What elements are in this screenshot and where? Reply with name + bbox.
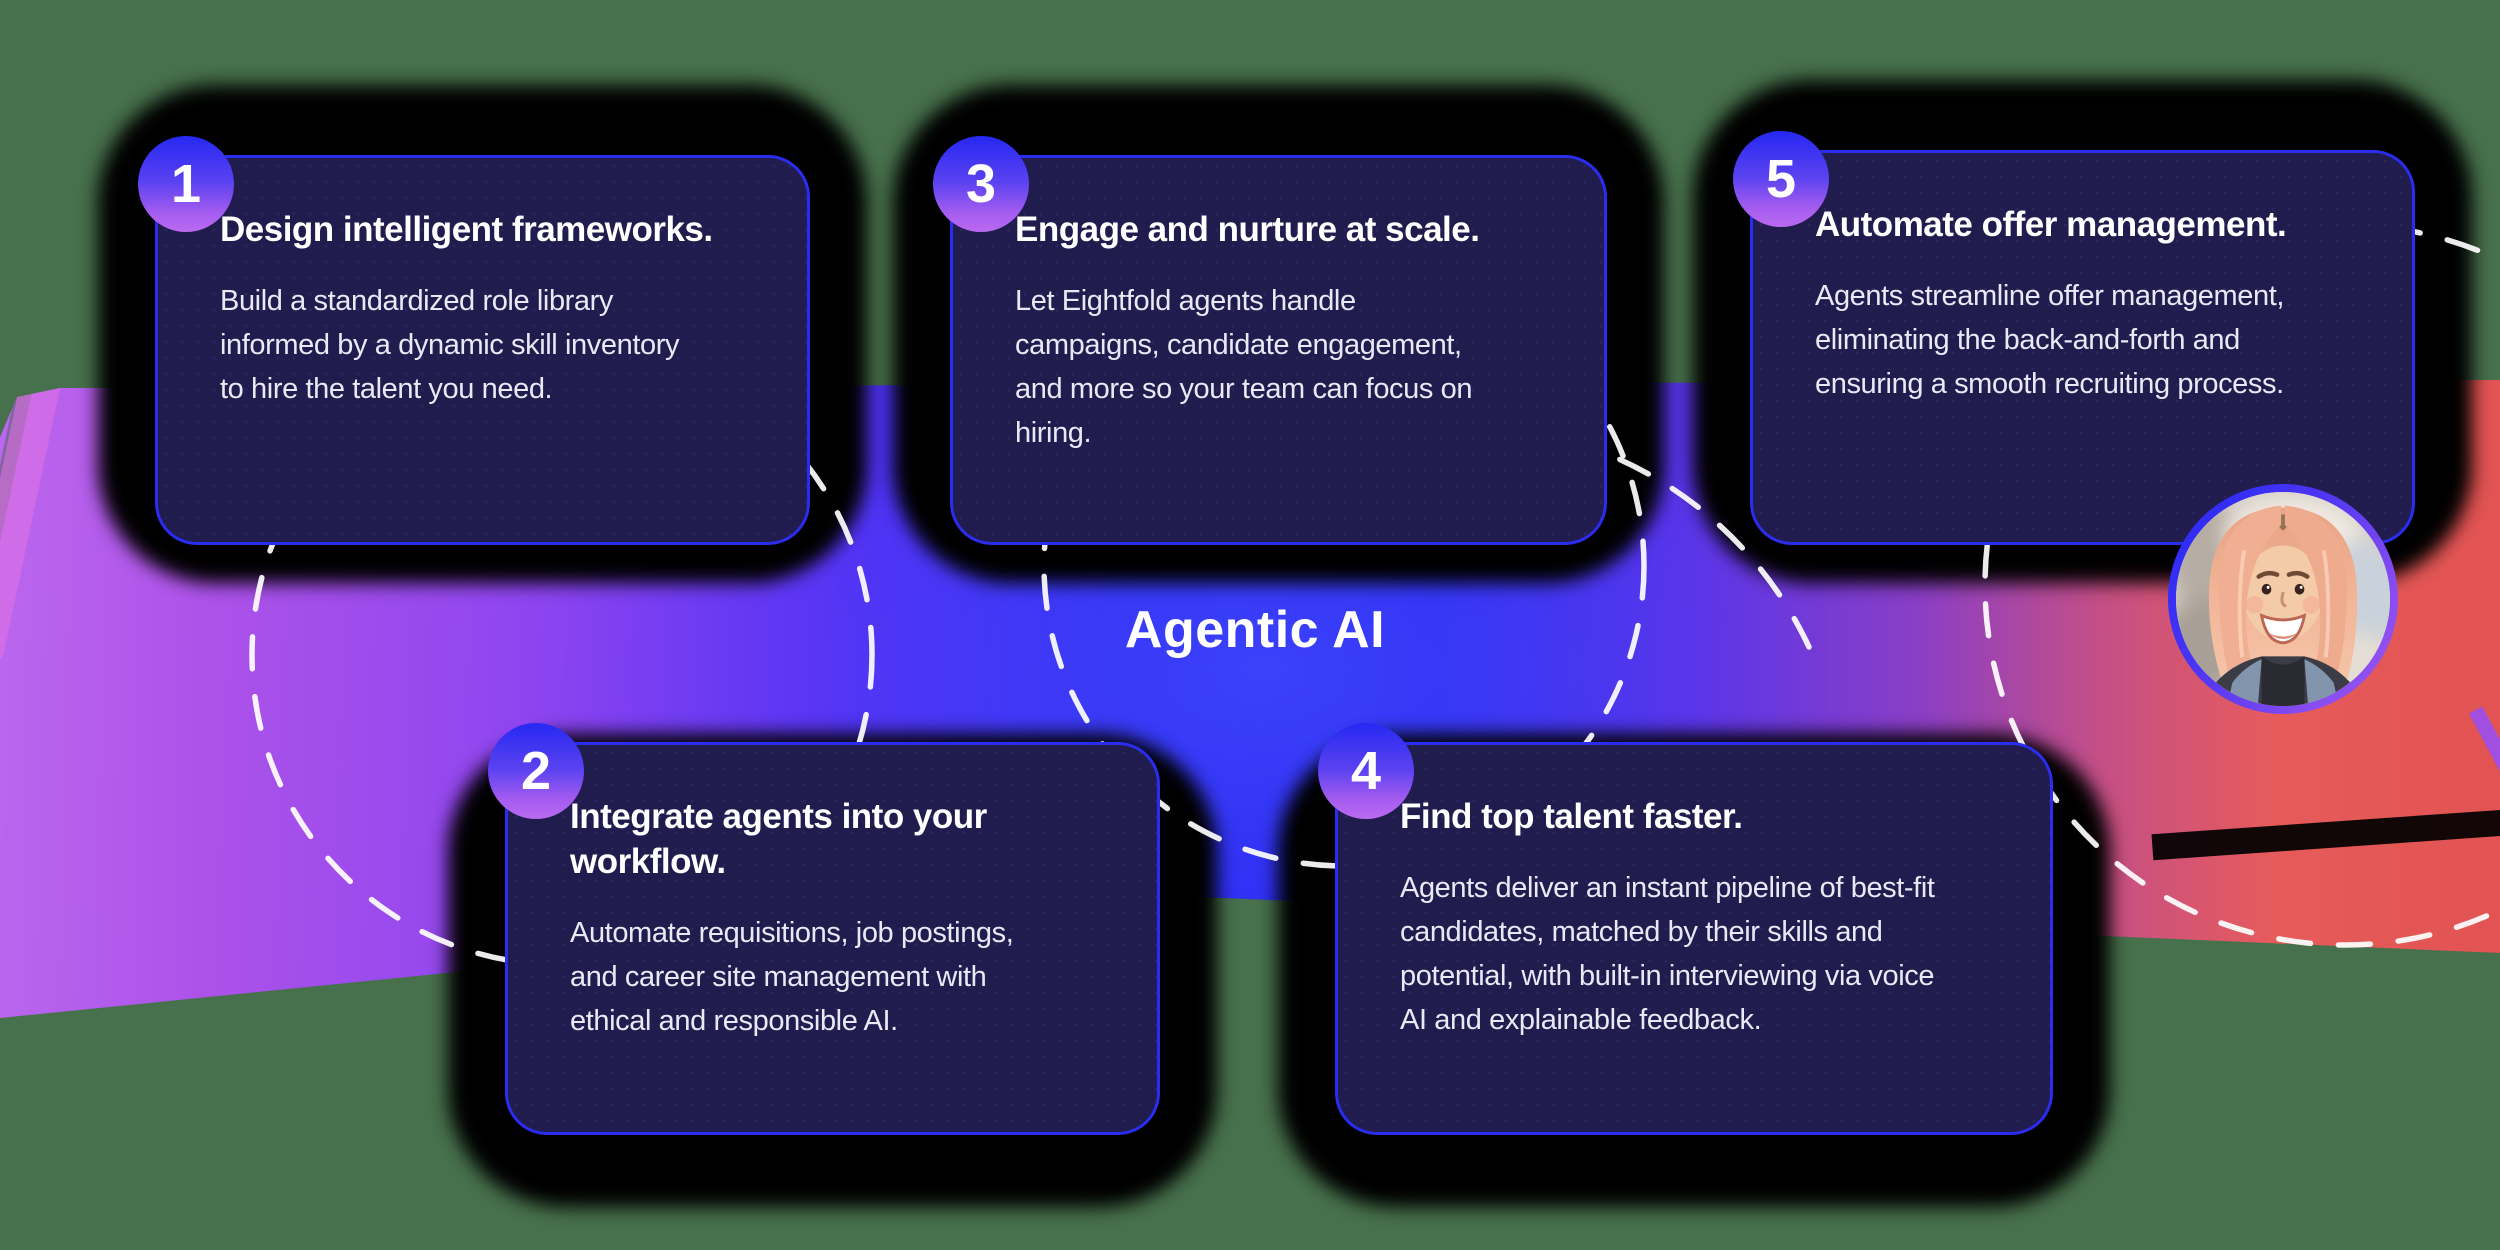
card-body: Let Eightfold agents handle campaigns, c… [1015,284,1473,450]
step-number: 5 [1765,149,1797,209]
card-body: Agents streamline offer management, elim… [1815,279,2285,400]
avatar-photo [2176,492,2390,706]
step-card-1: 1 Design intelligent frameworks. Build a… [138,136,810,545]
step-number: 1 [170,154,202,214]
card-body: Agents deliver an instant pipeline of be… [1400,871,1935,1037]
step-badge-2: 2 [488,723,584,819]
avatar-ring [2168,484,2398,714]
step-card-4: 4 Find top talent faster. Agents deliver… [1318,723,2053,1135]
avatar-illustration [2176,492,2390,706]
card-heading: Engage and nurture at scale. [1015,210,1480,249]
card-body: Build a standardized role library inform… [220,284,680,405]
step-card-3: 3 Engage and nurture at scale. Let Eight… [933,136,1607,545]
card-heading: Find top talent faster. [1400,797,1743,836]
step-number: 2 [520,741,552,801]
step-badge-4: 4 [1318,723,1414,819]
step-badge-1: 1 [138,136,234,232]
card-body: Automate requisitions, job postings, and… [570,916,1014,1037]
card-heading: Automate offer management. [1815,205,2287,244]
step-badge-5: 5 [1733,131,1829,227]
card-heading: Integrate agents into your workflow. [570,797,987,881]
step-card-2: 2 Integrate agents into your workflow. A… [488,723,1160,1135]
dashed-arc-centerright [1357,422,1812,650]
card-heading: Design intelligent frameworks. [220,210,713,249]
step-number: 4 [1350,741,1382,801]
step-number: 3 [965,154,997,214]
step-card-5: 5 Automate offer management. Agents stre… [1733,131,2415,545]
step-badge-3: 3 [933,136,1029,232]
center-title: Agentic AI [1124,601,1386,659]
